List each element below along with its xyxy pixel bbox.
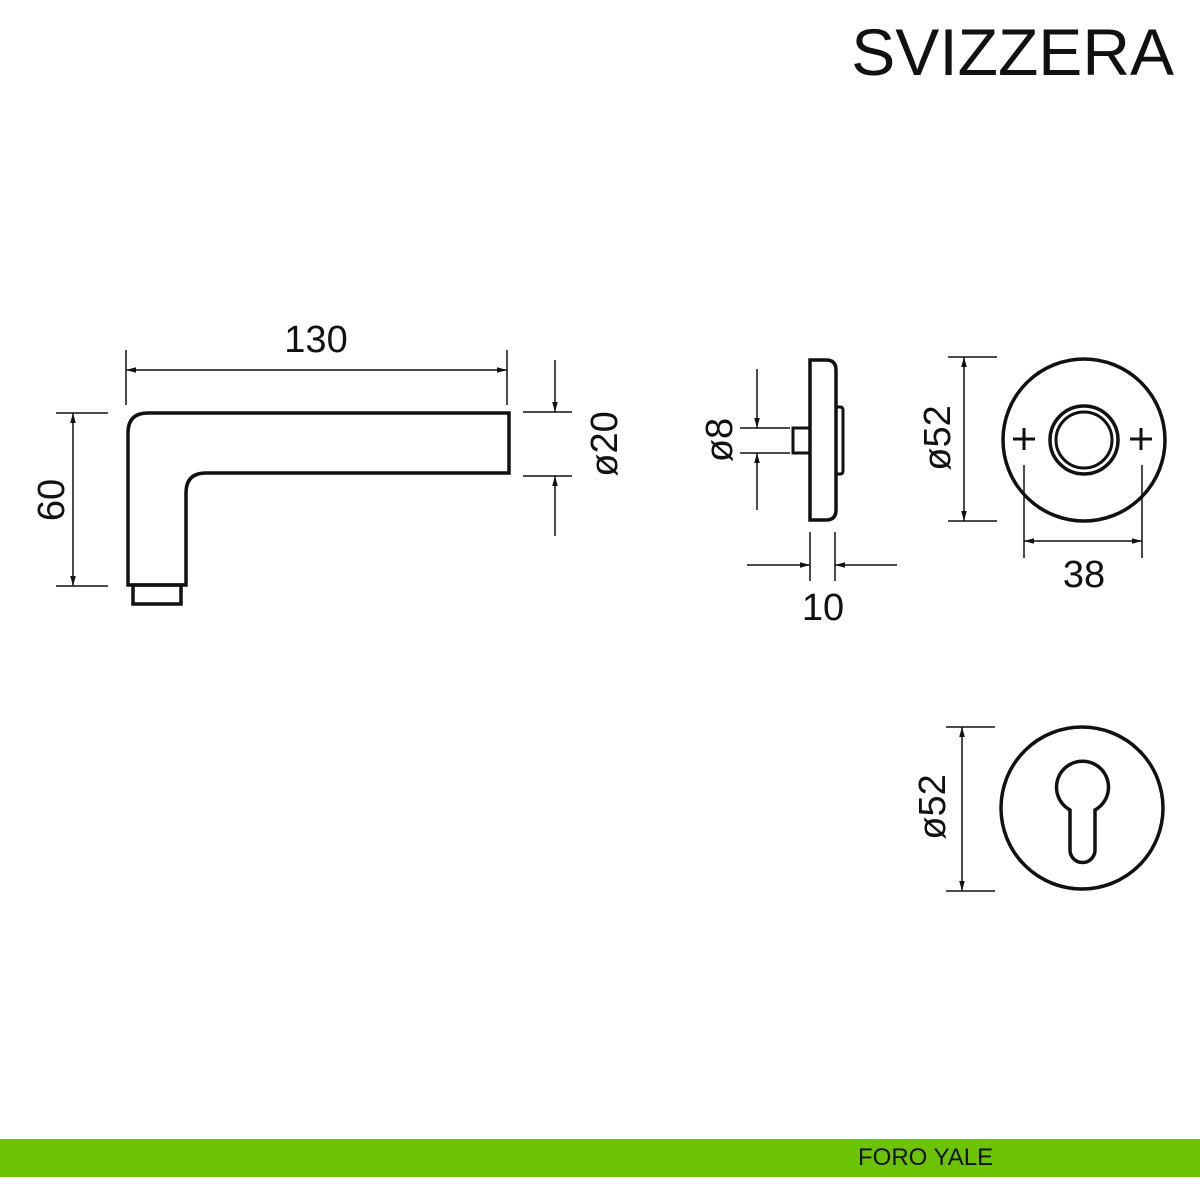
rose-front-view: ø52 38 bbox=[917, 356, 1167, 596]
dimension-label-length: 130 bbox=[284, 319, 347, 361]
spindle-square bbox=[791, 426, 812, 455]
rose-outer-circle bbox=[1001, 357, 1167, 523]
dimension-label-bar-diameter: ø20 bbox=[584, 411, 626, 476]
escutcheon-outer-circle bbox=[999, 725, 1165, 891]
footer-bar: FORO YALE bbox=[0, 1139, 1200, 1177]
page-title: SVIZZERA bbox=[851, 15, 1174, 89]
dimension-label-rose-diameter: ø52 bbox=[917, 405, 959, 470]
keyhole-icon bbox=[1054, 759, 1111, 865]
dimension-label-spindle: ø8 bbox=[699, 418, 741, 462]
escutcheon-front-view: ø52 bbox=[912, 725, 1165, 892]
rose-side-outline bbox=[808, 358, 838, 522]
rose-boss-inner bbox=[1054, 410, 1114, 470]
rose-boss-outer bbox=[1048, 404, 1120, 476]
rose-side-view: ø8 10 bbox=[699, 358, 897, 629]
screw-mark-left bbox=[1013, 428, 1035, 450]
footer-label: FORO YALE bbox=[858, 1144, 994, 1171]
rose-boss bbox=[836, 405, 845, 476]
dimension-label-screw-spacing: 38 bbox=[1063, 554, 1105, 596]
dimension-label-escutcheon-diameter: ø52 bbox=[912, 774, 954, 839]
lever-side-view: 130 60 ø20 bbox=[31, 319, 626, 606]
screw-mark-right bbox=[1130, 428, 1152, 450]
dimension-label-thickness: 10 bbox=[802, 587, 844, 629]
lever-outline bbox=[126, 411, 511, 587]
lever-neck bbox=[131, 583, 183, 606]
dimension-label-height: 60 bbox=[31, 479, 73, 521]
